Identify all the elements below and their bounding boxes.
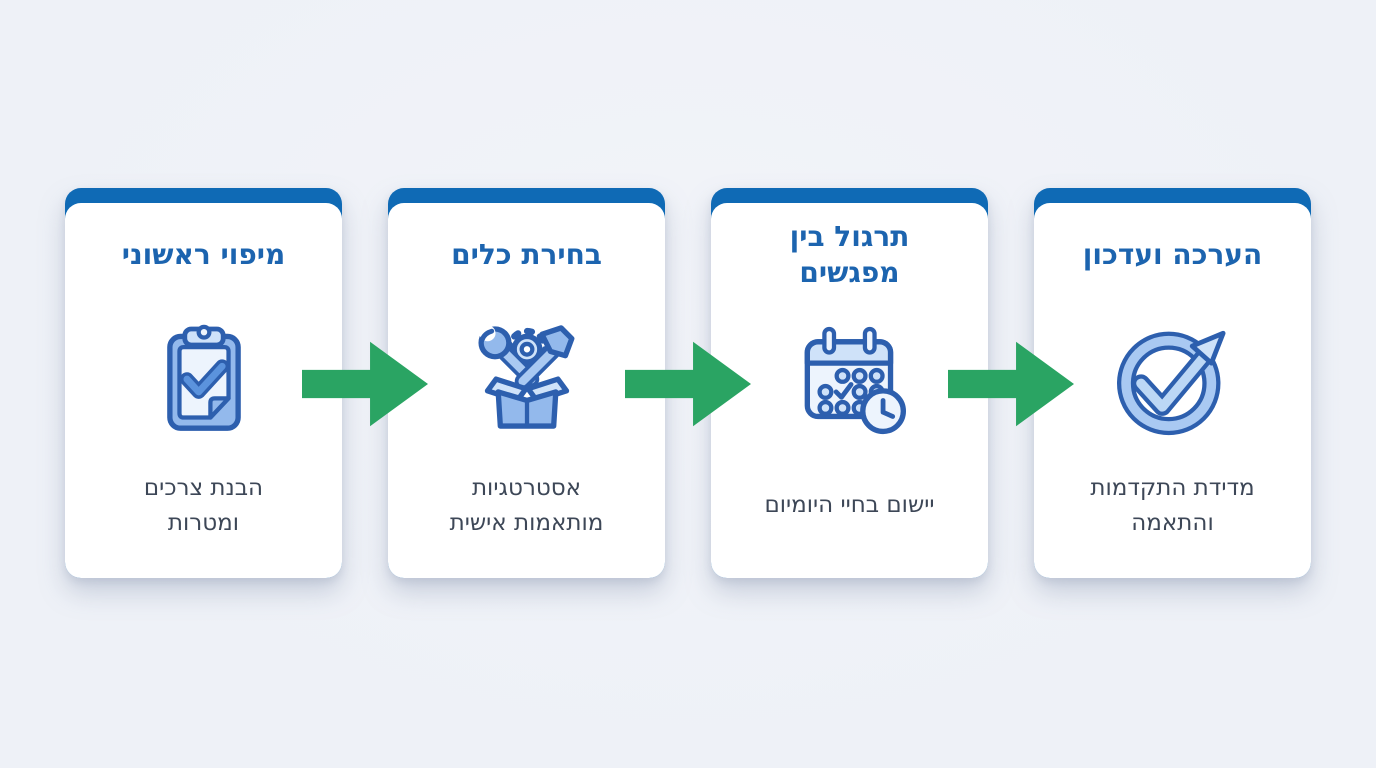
step-3-subtitle: יישום בחיי היומיום xyxy=(764,492,935,519)
step-card-1: מיפוי ראשוני הבנת צרכים ומטרות xyxy=(65,188,342,578)
calendar-clock-icon xyxy=(804,326,906,435)
step-1-subtitle: הבנת צרכים ומטרות xyxy=(143,475,264,536)
step-4-subtitle: מדידת התקדמות והתאמה xyxy=(1090,475,1255,536)
clipboard-check-icon xyxy=(166,324,241,431)
step-2-subtitle: אסטרטגיות מותאמות אישית xyxy=(449,475,604,536)
toolbox-icon xyxy=(477,325,574,429)
step-4-title: הערכה ועדכון xyxy=(1082,237,1263,271)
progress-check-icon xyxy=(1116,330,1226,436)
step-card-3: תרגול בין מפגשים xyxy=(711,188,988,578)
step-2-title: בחירת כלים xyxy=(451,237,602,271)
step-3-title: תרגול בין מפגשים xyxy=(789,219,910,289)
step-1-title: מיפוי ראשוני xyxy=(121,237,286,271)
step-card-4: הערכה ועדכון מדידת התקדמות ו xyxy=(1034,188,1311,578)
step-card-2: בחירת כלים xyxy=(388,188,665,578)
process-flow: מיפוי ראשוני הבנת צרכים ומטרות xyxy=(0,188,1376,578)
